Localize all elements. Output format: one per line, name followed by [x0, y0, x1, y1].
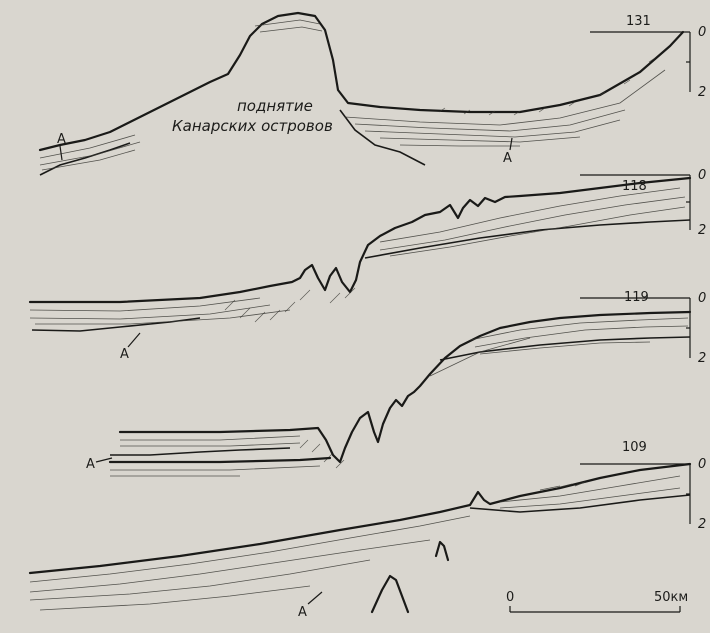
- profile-118-label-leader: [128, 333, 140, 347]
- depth-scale-109-two: 2: [698, 517, 706, 532]
- profile-131-reflector-label-east: A: [503, 151, 512, 166]
- profile-118-hatching: [225, 288, 355, 322]
- profile-109: 109 A: [30, 440, 690, 620]
- depth-scale-131-zero: 0: [698, 25, 706, 40]
- depth-scale-118-zero: 0: [698, 168, 706, 183]
- profile-118: 118: [30, 178, 690, 331]
- profile-109-basement: [470, 495, 690, 512]
- depth-scale-131: 0 2: [590, 25, 706, 100]
- horizontal-scale-bar: 0 50км: [506, 590, 688, 612]
- profile-unnumbered-reflector-label: A: [86, 457, 95, 472]
- profile-119: 119: [110, 290, 690, 468]
- profile-109-seafloor: [30, 464, 690, 573]
- scale-bar-end: 50км: [654, 590, 688, 605]
- profile-119-hatching: [300, 440, 344, 468]
- profile-131-basement: [340, 110, 425, 165]
- profile-131-label-leader-west: [60, 146, 62, 160]
- profile-109-number: 109: [622, 440, 647, 455]
- depth-scale-131-two: 2: [698, 85, 706, 100]
- depth-scale-118-two: 2: [698, 223, 706, 238]
- scale-bar-start: 0: [506, 590, 514, 605]
- profile-118-seafloor: [30, 178, 690, 302]
- depth-scale-109: 0 2: [580, 457, 706, 532]
- depth-scale-119-zero: 0: [698, 291, 706, 306]
- feature-label-line1: поднятие: [237, 97, 313, 115]
- feature-label-line2: Канарских островов: [172, 117, 333, 135]
- profile-109-seamount-small: [436, 542, 448, 560]
- depth-scale-109-zero: 0: [698, 457, 706, 472]
- profile-131-reflector: [40, 143, 130, 175]
- profile-131-seafloor: [40, 13, 683, 150]
- profile-119-seafloor: [120, 312, 690, 462]
- profile-109-layers: [30, 476, 680, 610]
- profile-109-reflector-label: A: [298, 605, 307, 620]
- profile-119-reflector: [110, 448, 290, 455]
- depth-scale-119-two: 2: [698, 351, 706, 366]
- profile-131-layers: [40, 20, 665, 170]
- profile-131-reflector-label-west: A: [57, 132, 66, 147]
- profile-131-label-leader-east: [510, 138, 512, 150]
- profile-109-label-leader: [308, 592, 322, 604]
- profile-unnumbered-seafloor: [110, 458, 330, 462]
- profile-131: 131 A A поднятие Канарских островов: [40, 13, 683, 175]
- profile-118-reflector-label: A: [120, 347, 129, 362]
- profile-118-reflector: [32, 318, 200, 331]
- profile-unnumbered-layers: [110, 466, 320, 476]
- profile-118-layers: [30, 188, 685, 324]
- profile-unnumbered: A: [86, 457, 330, 476]
- profile-119-layers: [120, 318, 688, 446]
- profile-131-number: 131: [626, 14, 651, 29]
- profile-119-basement: [440, 337, 690, 360]
- profile-109-seamount-large: [372, 576, 408, 612]
- profile-118-number: 118: [622, 179, 647, 194]
